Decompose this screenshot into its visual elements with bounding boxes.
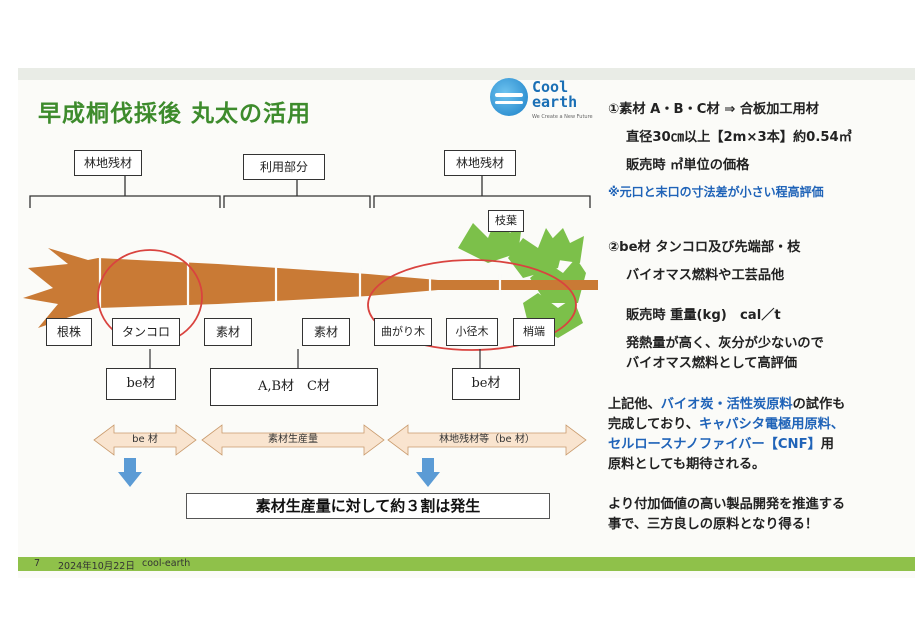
logo-text-earth: earth	[532, 93, 578, 111]
section2-price: 販売時 重量(kg) cal／t	[626, 308, 781, 323]
slide-top-band	[18, 68, 915, 80]
part-timber-1: 素材	[204, 318, 252, 346]
para3-line3: セルロースナノファイバー【CNF】用	[608, 437, 834, 452]
material-abc: A,B材 C材	[210, 368, 378, 406]
part-small-diameter: 小径木	[446, 318, 498, 346]
footer-org: cool-earth	[142, 558, 191, 569]
down-arrow-left	[118, 458, 142, 487]
para4-line2: 事で、三方良しの原料となり得る！	[608, 517, 819, 532]
arrow-be-right	[387, 424, 587, 456]
arrow-production	[201, 424, 385, 456]
section2-heading: ②be材 タンコロ及び先端部・枝	[608, 240, 801, 255]
footer-page-number: 7	[34, 558, 41, 569]
para3-line4: 原料としても期待される。	[608, 457, 766, 472]
bracket-left	[29, 195, 221, 208]
part-tankoro: タンコロ	[112, 318, 180, 346]
bracket-right	[373, 195, 591, 208]
part-bent-wood: 曲がり木	[374, 318, 432, 346]
log-utilization-diagram: 林地残材 利用部分 林地残材 枝葉 根株 タンコロ 素材 素材 曲がり木 小径木…	[18, 68, 608, 578]
footer-date: 2024年10月22日	[58, 561, 135, 572]
section1-note: ※元口と末口の寸法差が小さい程高評価	[608, 185, 824, 199]
material-be-right: be材	[452, 368, 520, 400]
part-timber-2: 素材	[302, 318, 350, 346]
para3-line2: 完成しており、キャパシタ電極用原料、	[608, 417, 845, 432]
slide-title: 早成桐伐採後 丸太の活用	[38, 101, 312, 127]
label-branches-leaves: 枝葉	[488, 210, 524, 232]
label-used-part: 利用部分	[243, 154, 325, 180]
section2-eval: バイオマス燃料として高評価	[626, 356, 798, 371]
section2-heat: 発熱量が高く、灰分が少ないので	[626, 336, 824, 351]
cool-earth-logo: Cool earth We Create a New Future	[486, 74, 616, 126]
bracket-middle	[223, 195, 371, 208]
material-be-left: be材	[106, 368, 176, 400]
part-root-stump: 根株	[46, 318, 92, 346]
conclusion-box: 素材生産量に対して約３割は発生	[186, 493, 550, 519]
arrow-label-production: 素材生産量	[268, 434, 318, 445]
arrow-label-be: be 材	[132, 434, 158, 445]
slide-footer: 7 2024年10月22日 cool-earth	[18, 557, 915, 572]
para3-line1: 上記他、バイオ炭・活性炭原料の試作も	[608, 397, 846, 412]
globe-icon	[490, 78, 528, 116]
section1-price: 販売時 ㎥単位の価格	[626, 158, 750, 173]
arrow-label-forest-residue: 林地残材等（be 材）	[439, 434, 535, 445]
part-treetop: 梢端	[513, 318, 555, 346]
label-forest-residue-right: 林地残材	[444, 150, 516, 176]
down-arrow-right	[416, 458, 440, 487]
section1-heading: ①素材 A・B・C材 ⇒ 合板加工用材	[608, 102, 819, 117]
log-trunk	[23, 248, 598, 328]
para4-line1: より付加価値の高い製品開発を推進する	[608, 497, 846, 512]
explanation-panel: ①素材 A・B・C材 ⇒ 合板加工用材 直径30㎝以上【2m×3本】約0.54㎥…	[608, 68, 915, 578]
highlight-circle-right	[367, 259, 577, 351]
label-forest-residue-left: 林地残材	[74, 150, 142, 176]
diagram-graphics	[23, 176, 598, 487]
slide: 早成桐伐採後 丸太の活用 Cool earth We Create a New …	[18, 68, 915, 578]
section1-diameter: 直径30㎝以上【2m×3本】約0.54㎥	[626, 130, 852, 145]
logo-text-cool: Cool	[532, 78, 569, 96]
arrow-be-left	[93, 424, 197, 456]
logo-tagline: We Create a New Future	[532, 114, 593, 120]
section2-usage: バイオマス燃料や工芸品他	[626, 268, 785, 283]
